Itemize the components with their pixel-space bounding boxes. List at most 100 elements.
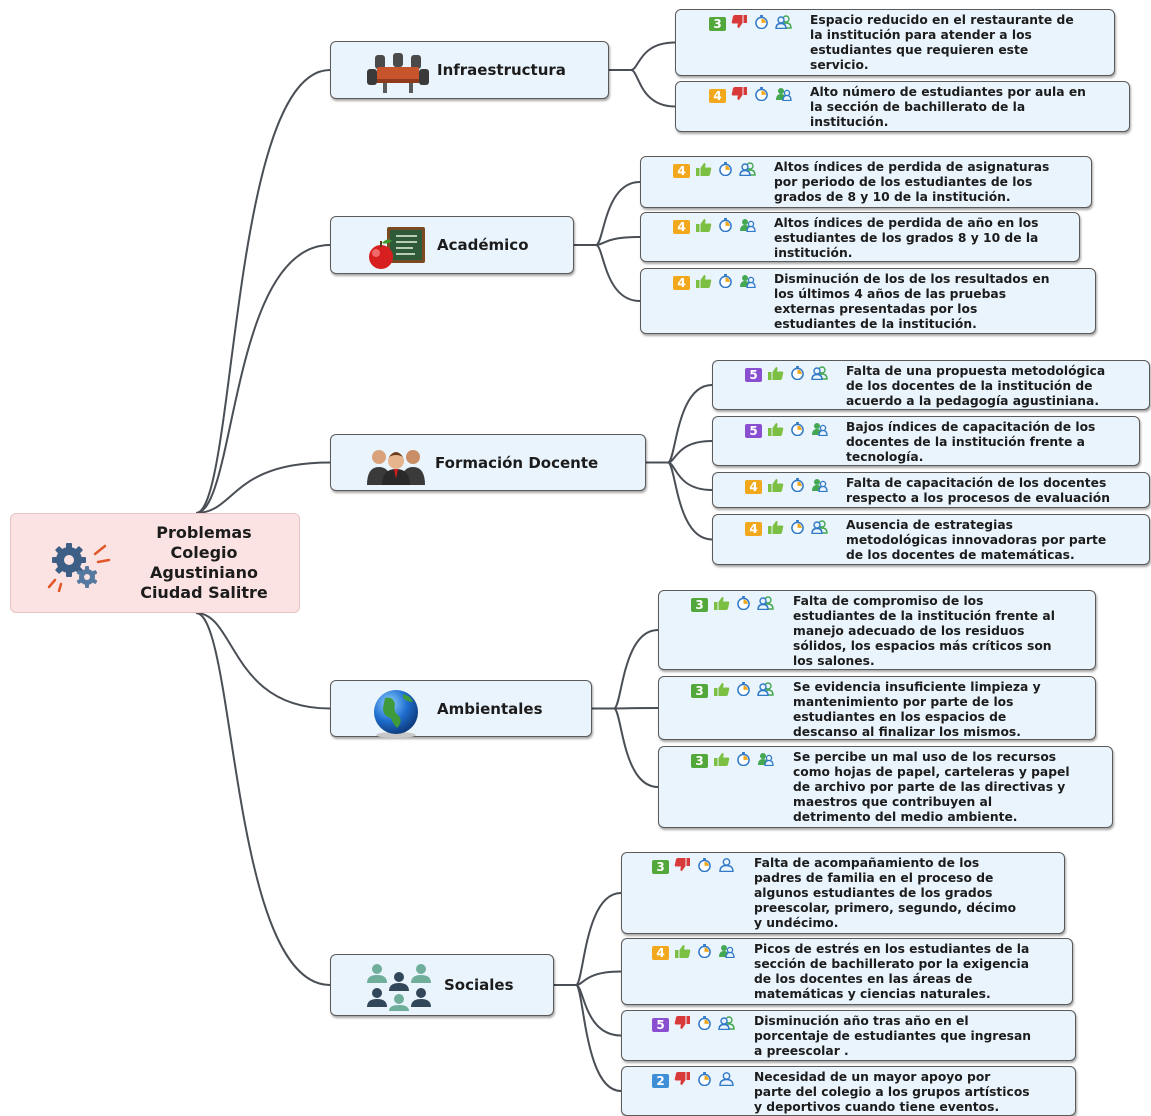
subtopic-sociales-2[interactable]: 4 Picos de estrés en los estudiantes de l… [621, 938, 1073, 1005]
priority-badge: 5 [652, 1017, 669, 1032]
user-group-icon [757, 595, 774, 614]
priority-badge: 4 [745, 479, 762, 494]
connector-ambientales-3 [592, 707, 659, 788]
stopwatch-icon [735, 751, 752, 770]
community-icon [367, 963, 431, 1015]
marker-group: 4 [709, 86, 792, 105]
connector-sociales-2 [554, 970, 622, 986]
connector-academico-3 [574, 244, 641, 302]
priority-badge: 2 [652, 1073, 669, 1088]
thumb-up-icon [767, 421, 784, 440]
central-topic-title: Problemas Colegio Agustiniano Ciudad Sal… [140, 523, 268, 602]
connector-formacion-1 [646, 384, 713, 464]
branch-infra[interactable]: Infraestructura [330, 41, 609, 99]
stopwatch-icon [717, 273, 734, 292]
branch-formacion[interactable]: Formación Docente [330, 434, 646, 491]
stopwatch-icon [696, 1071, 713, 1090]
people-icon [757, 751, 774, 770]
branch-label: Académico [437, 236, 529, 254]
marker-group: 5 [745, 421, 828, 440]
people-icon [739, 217, 756, 236]
people-icon [775, 86, 792, 105]
priority-badge: 4 [745, 521, 762, 536]
priority-badge: 3 [691, 753, 708, 768]
branch-label: Infraestructura [437, 61, 566, 79]
priority-badge: 5 [745, 423, 762, 438]
stopwatch-icon [717, 217, 734, 236]
priority-badge: 4 [652, 945, 669, 960]
branch-academico[interactable]: Académico [330, 216, 574, 274]
user-group-icon [775, 14, 792, 33]
subtopic-text: Falta de una propuesta metodológica de l… [846, 364, 1106, 408]
user-group-icon [757, 681, 774, 700]
user-group-icon [739, 161, 756, 180]
stopwatch-icon [696, 943, 713, 962]
subtopic-text: Se percibe un mal uso de los recursos co… [793, 750, 1070, 824]
subtopic-text: Falta de acompañamiento de los padres de… [754, 856, 1017, 930]
subtopic-text: Necesidad de un mayor apoyo por parte de… [754, 1070, 1030, 1114]
connector-infra-2 [609, 69, 676, 108]
thumb-up-icon [767, 477, 784, 496]
subtopic-text: Altos índices de perdida de asignaturas … [774, 160, 1050, 204]
thumb-up-icon [713, 751, 730, 770]
marker-group: 3 [652, 857, 735, 876]
central-topic[interactable]: Problemas Colegio Agustiniano Ciudad Sal… [10, 513, 300, 613]
subtopic-formacion-4[interactable]: 4 Ausencia de estrategias metodológicas … [712, 514, 1150, 565]
thumb-down-icon [731, 86, 748, 105]
marker-group: 4 [652, 943, 735, 962]
marker-group: 4 [745, 477, 828, 496]
marker-group: 4 [673, 273, 756, 292]
connector-sociales-3 [554, 984, 622, 1037]
thumb-up-icon [695, 217, 712, 236]
connector-root-sociales [195, 612, 331, 986]
priority-badge: 4 [673, 163, 690, 178]
connector-formacion-4 [646, 461, 713, 541]
marker-group: 3 [691, 751, 774, 770]
people-icon [718, 943, 735, 962]
gears-icon [47, 540, 113, 596]
subtopic-ambientales-1[interactable]: 3 Falta de compromiso de los estudiantes … [658, 590, 1096, 670]
apple-chalkboard-icon [367, 227, 427, 275]
subtopic-formacion-3[interactable]: 4 Falta de capacitación de los docentes r… [712, 472, 1150, 508]
priority-badge: 3 [691, 683, 708, 698]
people-icon [811, 477, 828, 496]
subtopic-text: Falta de capacitación de los docentes re… [846, 476, 1110, 505]
subtopic-text: Falta de compromiso de los estudiantes d… [793, 594, 1055, 668]
subtopic-sociales-1[interactable]: 3 Falta de acompañamiento de los padres d… [621, 852, 1065, 934]
stopwatch-icon [753, 86, 770, 105]
person-icon [718, 1071, 735, 1090]
marker-group: 3 [691, 595, 774, 614]
meeting-table-icon [367, 53, 429, 97]
thumb-up-icon [695, 161, 712, 180]
branch-sociales[interactable]: Sociales [330, 954, 554, 1016]
priority-badge: 3 [691, 597, 708, 612]
person-icon [718, 857, 735, 876]
connector-academico-1 [574, 181, 641, 246]
subtopic-ambientales-3[interactable]: 3 Se percibe un mal uso de los recursos c… [658, 746, 1113, 828]
priority-badge: 4 [709, 88, 726, 103]
connector-formacion-2 [646, 440, 713, 464]
marker-group: 2 [652, 1071, 735, 1090]
priority-badge: 3 [709, 16, 726, 31]
connector-root-infra [195, 69, 331, 514]
connector-root-academico [195, 244, 331, 514]
subtopic-sociales-4[interactable]: 2 Necesidad de un mayor apoyo por parte d… [621, 1066, 1076, 1116]
subtopic-academico-1[interactable]: 4 Altos índices de perdida de asignaturas… [640, 156, 1092, 208]
subtopic-text: Picos de estrés en los estudiantes de la… [754, 942, 1030, 1001]
marker-group: 3 [709, 14, 792, 33]
priority-badge: 4 [673, 275, 690, 290]
stopwatch-icon [789, 421, 806, 440]
thumb-up-icon [713, 595, 730, 614]
branch-ambientales[interactable]: Ambientales [330, 680, 592, 738]
subtopic-text: Altos índices de perdida de año en los e… [774, 216, 1039, 260]
subtopic-text: Ausencia de estrategias metodológicas in… [846, 518, 1107, 562]
